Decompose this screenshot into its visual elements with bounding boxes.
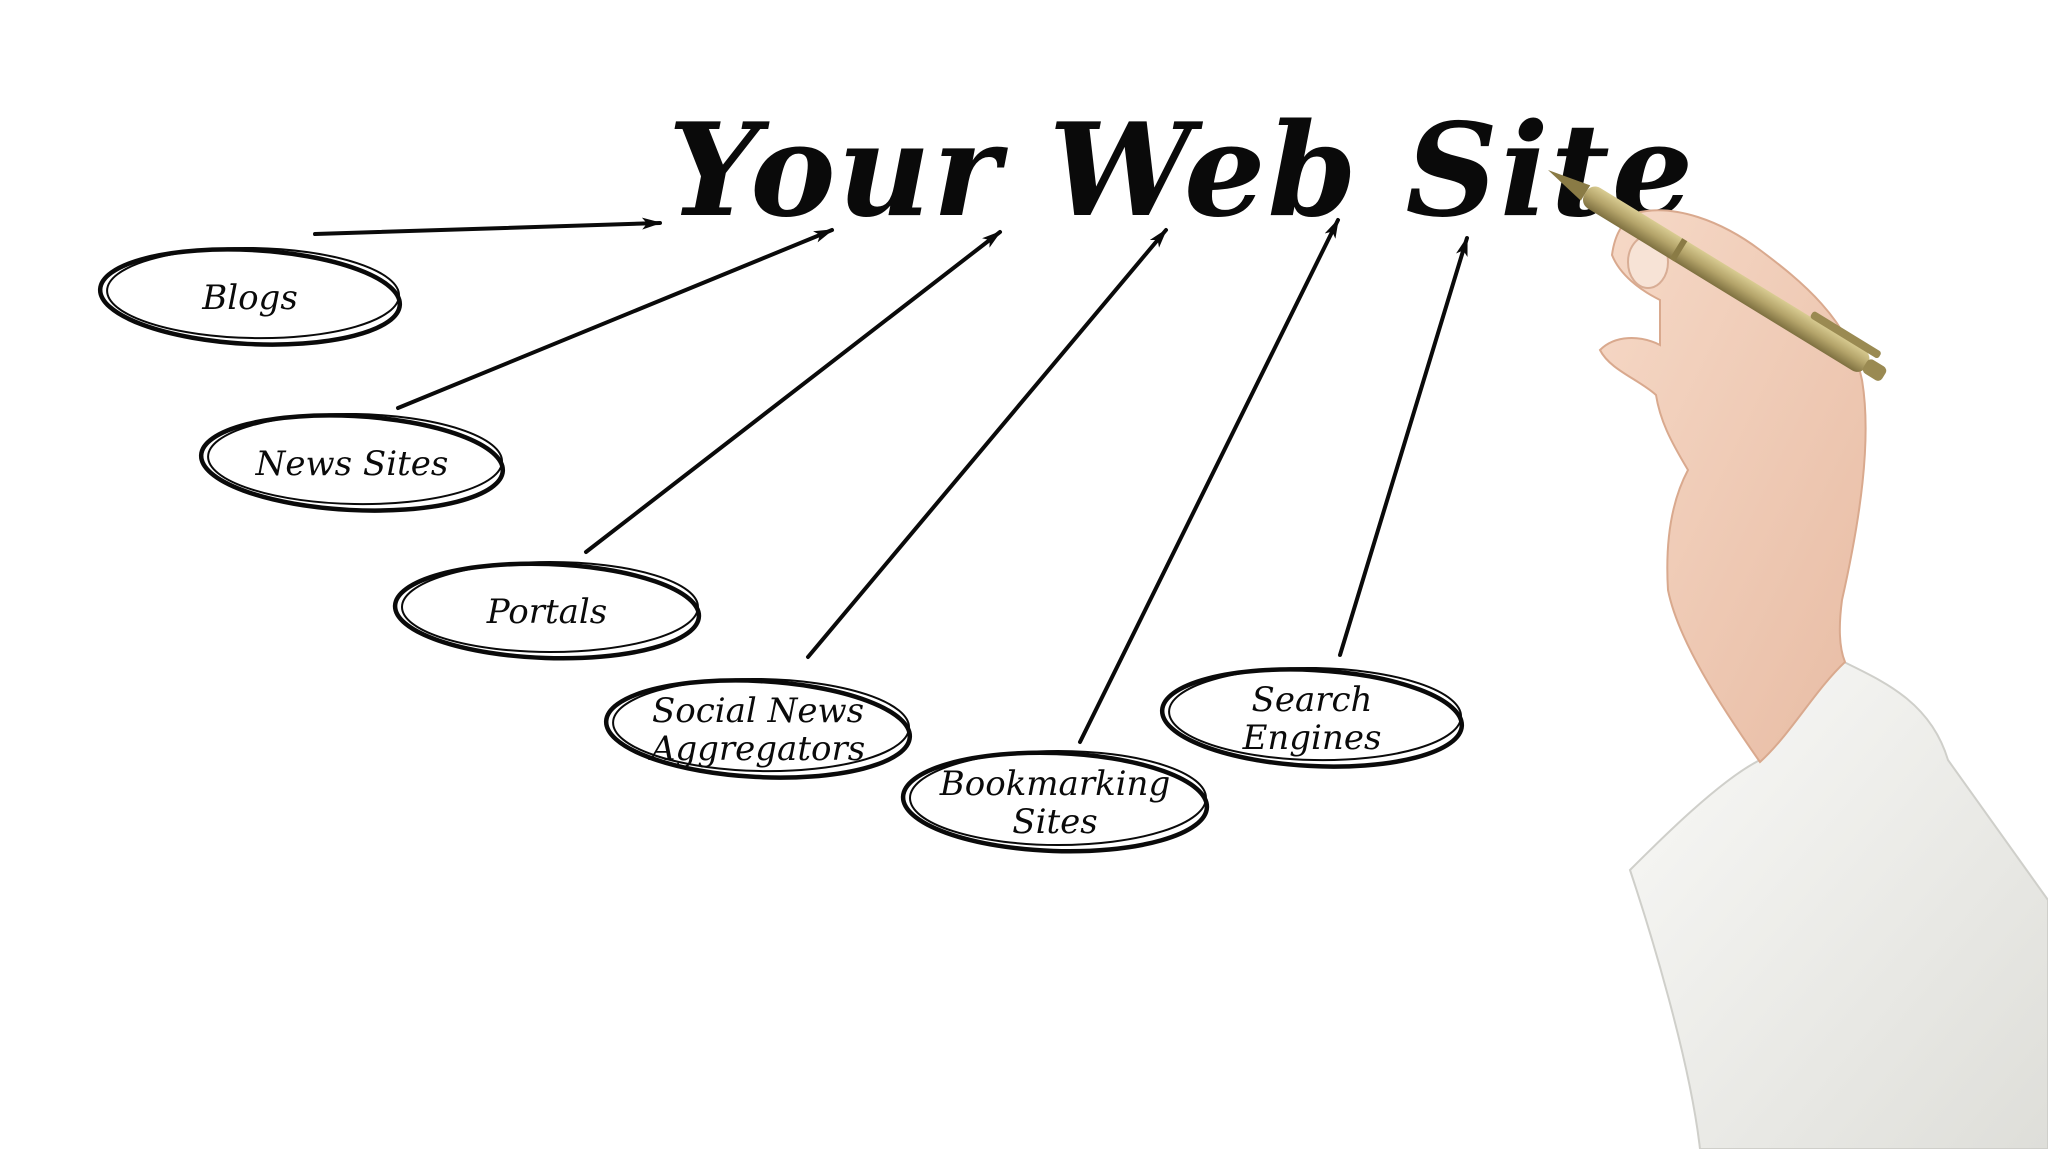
node-ellipse xyxy=(900,750,1210,854)
node-label: Search xyxy=(1252,680,1373,720)
node-label: Social News xyxy=(652,691,864,731)
node-ellipse xyxy=(198,413,506,513)
node-label: Aggregators xyxy=(648,729,865,769)
arrow-search-engines xyxy=(1338,236,1469,657)
node-ellipse-overstroke xyxy=(612,677,911,773)
node-label: Blogs xyxy=(201,278,298,318)
node-portals: Portals xyxy=(392,561,702,661)
node-label: Sites xyxy=(1012,802,1097,842)
pen-icon xyxy=(1548,170,1887,381)
arrow-portals xyxy=(584,230,1002,554)
arrow-news-sites xyxy=(396,228,834,410)
node-blogs: Blogs xyxy=(97,246,403,347)
hand-holding-pen-icon xyxy=(1548,170,2048,1149)
node-ellipse-overstroke xyxy=(909,750,1207,846)
node-ellipse-overstroke xyxy=(1168,666,1463,762)
node-ellipse-overstroke xyxy=(106,246,401,340)
diagram-title: Your Web Site xyxy=(668,96,1695,246)
node-label: Engines xyxy=(1242,718,1382,758)
node-news-sites: News Sites xyxy=(198,412,506,513)
node-ellipse xyxy=(1159,667,1465,769)
node-ellipse xyxy=(97,247,403,347)
node-ellipse xyxy=(392,561,702,661)
node-ellipse xyxy=(603,678,913,780)
arrow-bookmarking xyxy=(1078,218,1340,744)
node-label: News Sites xyxy=(255,444,449,484)
node-label: Bookmarking xyxy=(939,764,1170,804)
sleeve-shape xyxy=(1628,658,2048,1149)
arrow-blogs xyxy=(313,217,662,236)
node-ellipse-overstroke xyxy=(207,412,504,506)
arrow-social-news xyxy=(806,228,1168,659)
node-label: Portals xyxy=(486,592,607,632)
node-ellipse-overstroke xyxy=(401,561,699,653)
arrows-layer xyxy=(313,217,1469,744)
